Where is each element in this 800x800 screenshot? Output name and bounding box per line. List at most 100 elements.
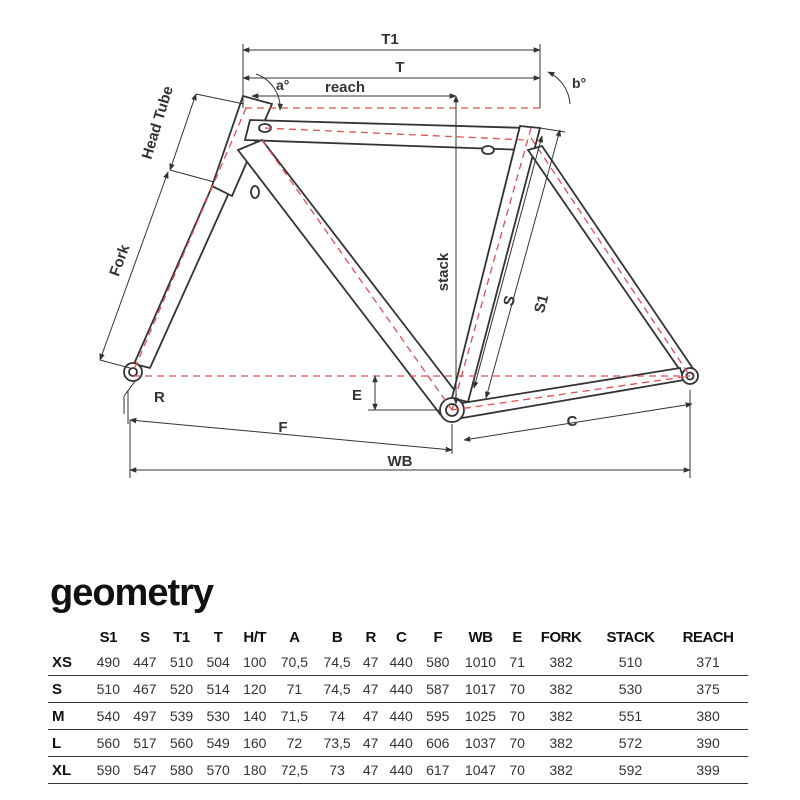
table-cell: 530	[592, 675, 669, 703]
table-cell: 1017	[456, 675, 505, 703]
label-b-angle: b°	[572, 75, 586, 91]
table-cell: 100	[236, 649, 274, 676]
table-cell: 371	[668, 649, 748, 676]
table-cell: 73,5	[315, 729, 359, 757]
label-stack: stack	[435, 252, 452, 291]
table-cell: 382	[529, 729, 593, 757]
size-label: M	[48, 702, 90, 730]
column-header: S1	[99, 628, 118, 646]
column-header: S	[140, 628, 150, 646]
column-header: B	[331, 628, 343, 646]
column-header: F	[433, 628, 443, 646]
table-cell: 390	[668, 729, 748, 757]
table-cell: 1025	[456, 702, 505, 730]
fork-shape	[132, 180, 234, 370]
table-cell: 570	[199, 756, 237, 784]
label-t1: T1	[381, 31, 399, 48]
size-label: S	[48, 675, 90, 703]
label-a-angle: a°	[276, 77, 289, 93]
table-cell: 72	[273, 729, 316, 757]
table-cell: 47	[358, 649, 383, 676]
table-cell: 74	[315, 702, 359, 730]
table-cell: 382	[529, 702, 593, 730]
table-cell: 71	[273, 675, 316, 703]
table-cell: 70,5	[273, 649, 316, 676]
table-cell: 70	[504, 702, 530, 730]
table-cell: 517	[126, 729, 164, 757]
table-cell: 580	[163, 756, 200, 784]
label-s: S	[500, 294, 519, 308]
table-cell: 447	[126, 649, 164, 676]
column-header: E	[512, 628, 522, 646]
label-t: T	[395, 59, 404, 76]
table-cell: 180	[236, 756, 274, 784]
seat-stay-shape	[526, 144, 696, 378]
column-header: T	[213, 628, 223, 646]
table-cell: 72,5	[273, 756, 316, 784]
column-header: C	[395, 628, 407, 646]
table-cell: 140	[236, 702, 274, 730]
size-label: L	[48, 729, 90, 757]
table-cell: 510	[163, 649, 200, 676]
table-cell: 71,5	[273, 702, 316, 730]
label-s1: S1	[531, 293, 552, 315]
column-header: R	[365, 628, 376, 646]
table-cell: 382	[529, 756, 593, 784]
label-r: R	[154, 389, 165, 406]
table-cell: 514	[199, 675, 237, 703]
table-cell: 530	[199, 702, 237, 730]
table-cell: 592	[592, 756, 669, 784]
table-cell: 47	[358, 675, 383, 703]
table-cell: 587	[419, 675, 457, 703]
table-cell: 74,5	[315, 675, 359, 703]
table-cell: 47	[358, 729, 383, 757]
label-head-tube: Head Tube	[139, 84, 177, 161]
table-cell: 399	[668, 756, 748, 784]
table-cell: 560	[163, 729, 200, 757]
table-cell: 606	[419, 729, 457, 757]
table-cell: 120	[236, 675, 274, 703]
table-cell: 74,5	[315, 649, 359, 676]
bike-frame	[132, 94, 696, 420]
table-cell: 70	[504, 729, 530, 757]
table-cell: 73	[315, 756, 359, 784]
table-cell: 160	[236, 729, 274, 757]
frame-geometry-diagram: T1 T a° reach b° Head Tube Fork stack S …	[99, 31, 699, 478]
table-cell: 440	[382, 756, 420, 784]
column-header: T1	[173, 628, 190, 646]
column-header: A	[289, 628, 300, 646]
table-cell: 440	[382, 702, 420, 730]
table-cell: 497	[126, 702, 164, 730]
table-cell: 375	[668, 675, 748, 703]
table-cell: 380	[668, 702, 748, 730]
table-cell: 551	[592, 702, 669, 730]
down-tube-shape	[236, 138, 464, 416]
dimension-lines	[99, 44, 693, 478]
table-cell: 549	[199, 729, 237, 757]
label-e: E	[352, 387, 362, 404]
table-cell: 595	[419, 702, 457, 730]
table-cell: 70	[504, 675, 530, 703]
label-wb: WB	[388, 453, 413, 470]
size-label: XL	[48, 756, 90, 784]
table-cell: 71	[504, 649, 530, 676]
table-cell: 547	[126, 756, 164, 784]
table-cell: 540	[90, 702, 127, 730]
table-cell: 382	[529, 649, 593, 676]
table-cell: 617	[419, 756, 457, 784]
table-cell: 520	[163, 675, 200, 703]
table-cell: 490	[90, 649, 127, 676]
table-cell: 47	[358, 756, 383, 784]
table-cell: 1047	[456, 756, 505, 784]
table-cell: 539	[163, 702, 200, 730]
table-cell: 590	[90, 756, 127, 784]
table-cell: 440	[382, 675, 420, 703]
